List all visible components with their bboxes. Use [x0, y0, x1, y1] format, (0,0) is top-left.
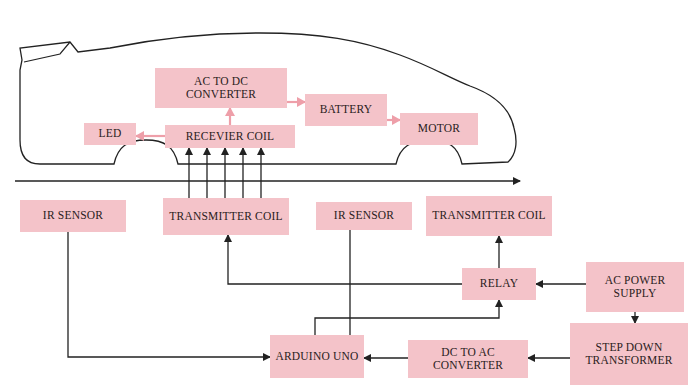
connector-arrow	[228, 235, 462, 284]
connector-line	[287, 101, 305, 103]
connector-line	[498, 236, 499, 268]
car-spoiler	[24, 42, 70, 62]
block-box: STEP DOWN TRANSFORMER	[570, 323, 688, 385]
block-box: AC TO DC CONVERTER	[155, 68, 287, 108]
connector-line	[224, 148, 225, 198]
block-box: LED	[84, 123, 136, 145]
block-box: TRANSMITTER COIL	[163, 198, 289, 235]
block-box: DC TO AC CONVERTER	[408, 340, 528, 378]
connector-line	[228, 235, 462, 284]
connector-line	[68, 232, 270, 357]
connector-arrow	[287, 102, 305, 103]
block-box: ARDUINO UNO	[270, 335, 364, 378]
connector-line	[387, 119, 400, 121]
connector-arrow	[364, 358, 408, 359]
connector-arrow	[635, 312, 636, 323]
connector-arrow	[230, 108, 231, 125]
block-box: IR SENSOR	[316, 202, 412, 230]
block-label: ARDUINO UNO	[275, 350, 358, 363]
connector-line	[136, 135, 165, 137]
block-box: BATTERY	[305, 94, 387, 126]
block-box: MOTOR	[400, 113, 478, 145]
block-box: AC POWER SUPPLY	[586, 262, 684, 312]
connector-line	[260, 148, 261, 198]
block-label: IR SENSOR	[334, 209, 394, 222]
block-label: AC TO DC CONVERTER	[160, 75, 282, 101]
block-box: IR SENSOR	[20, 200, 126, 232]
block-label: TRANSMITTER COIL	[169, 210, 282, 223]
block-label: TRANSMITTER COIL	[432, 209, 545, 222]
connector-arrow	[189, 148, 261, 198]
road-line	[15, 180, 520, 181]
block-label: LED	[99, 127, 122, 140]
block-label: IR SENSOR	[43, 209, 103, 222]
connector-line	[634, 312, 635, 323]
car-body-outline	[20, 33, 516, 164]
block-label: RELAY	[480, 277, 518, 290]
connector-line	[315, 300, 499, 335]
connector-arrow	[68, 232, 270, 357]
connector-arrow	[315, 300, 499, 335]
connector-arrow	[528, 358, 570, 359]
connector-arrow	[536, 284, 586, 285]
connector-line	[206, 148, 207, 198]
block-box: RECEVIER COIL	[165, 125, 295, 148]
connector-arrow	[136, 136, 165, 137]
connector-line	[528, 357, 570, 358]
connector-line	[536, 283, 586, 284]
connector-arrow	[499, 236, 500, 268]
block-label: DC TO AC CONVERTER	[413, 346, 523, 372]
block-label: AC POWER SUPPLY	[591, 274, 679, 300]
block-label: RECEVIER COIL	[186, 130, 275, 143]
block-box: RELAY	[462, 268, 536, 300]
connector-arrow	[387, 120, 400, 121]
connector-line	[364, 357, 408, 358]
block-label: MOTOR	[418, 122, 460, 135]
connector-line	[242, 148, 243, 198]
connector-line	[229, 108, 231, 125]
block-box: TRANSMITTER COIL	[426, 196, 552, 236]
block-label: BATTERY	[320, 103, 373, 116]
connector-arrow	[350, 230, 351, 335]
connector-line	[188, 148, 189, 198]
connector-line	[349, 230, 350, 335]
block-label: STEP DOWN TRANSFORMER	[575, 341, 683, 367]
